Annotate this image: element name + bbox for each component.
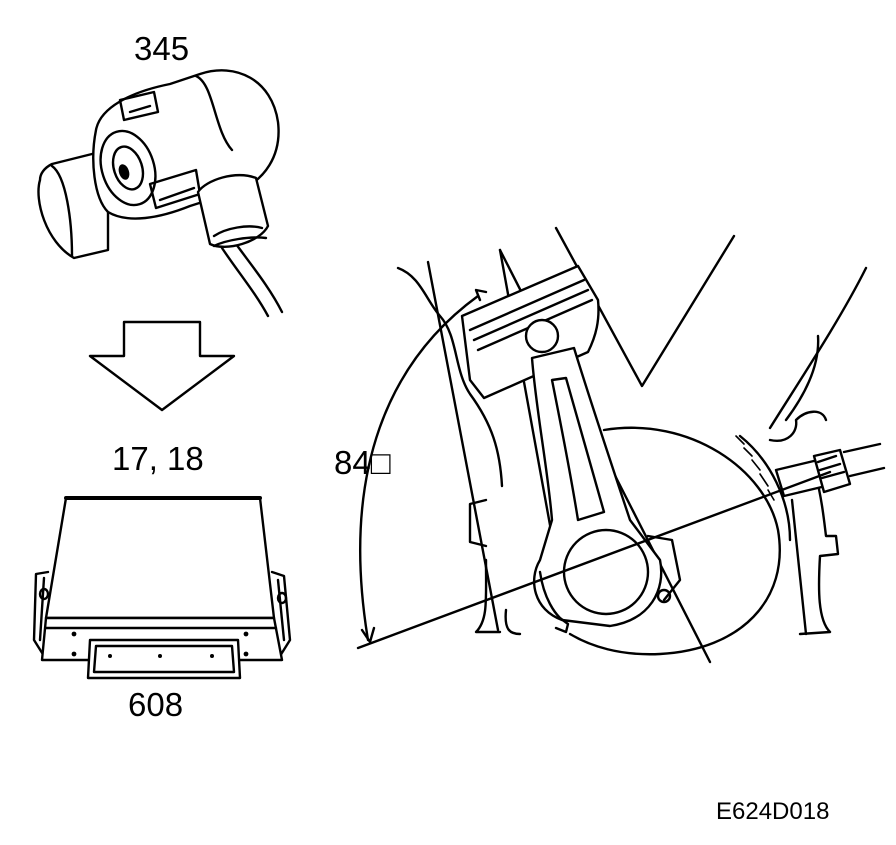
angle-arc	[359, 294, 480, 642]
figure-code: E624D018	[716, 798, 830, 825]
arrow-down-icon	[88, 320, 236, 412]
engine-cross-section	[356, 226, 886, 664]
knock-sensor-illustration	[37, 69, 284, 318]
angle-label: 84□	[334, 444, 391, 481]
ecu-illustration	[32, 496, 292, 680]
ecu-label: 608	[128, 686, 184, 723]
knock-sensor-label: 345	[134, 30, 190, 67]
reference-line	[356, 470, 832, 650]
ecu-pins-label: 17, 18	[112, 440, 204, 477]
